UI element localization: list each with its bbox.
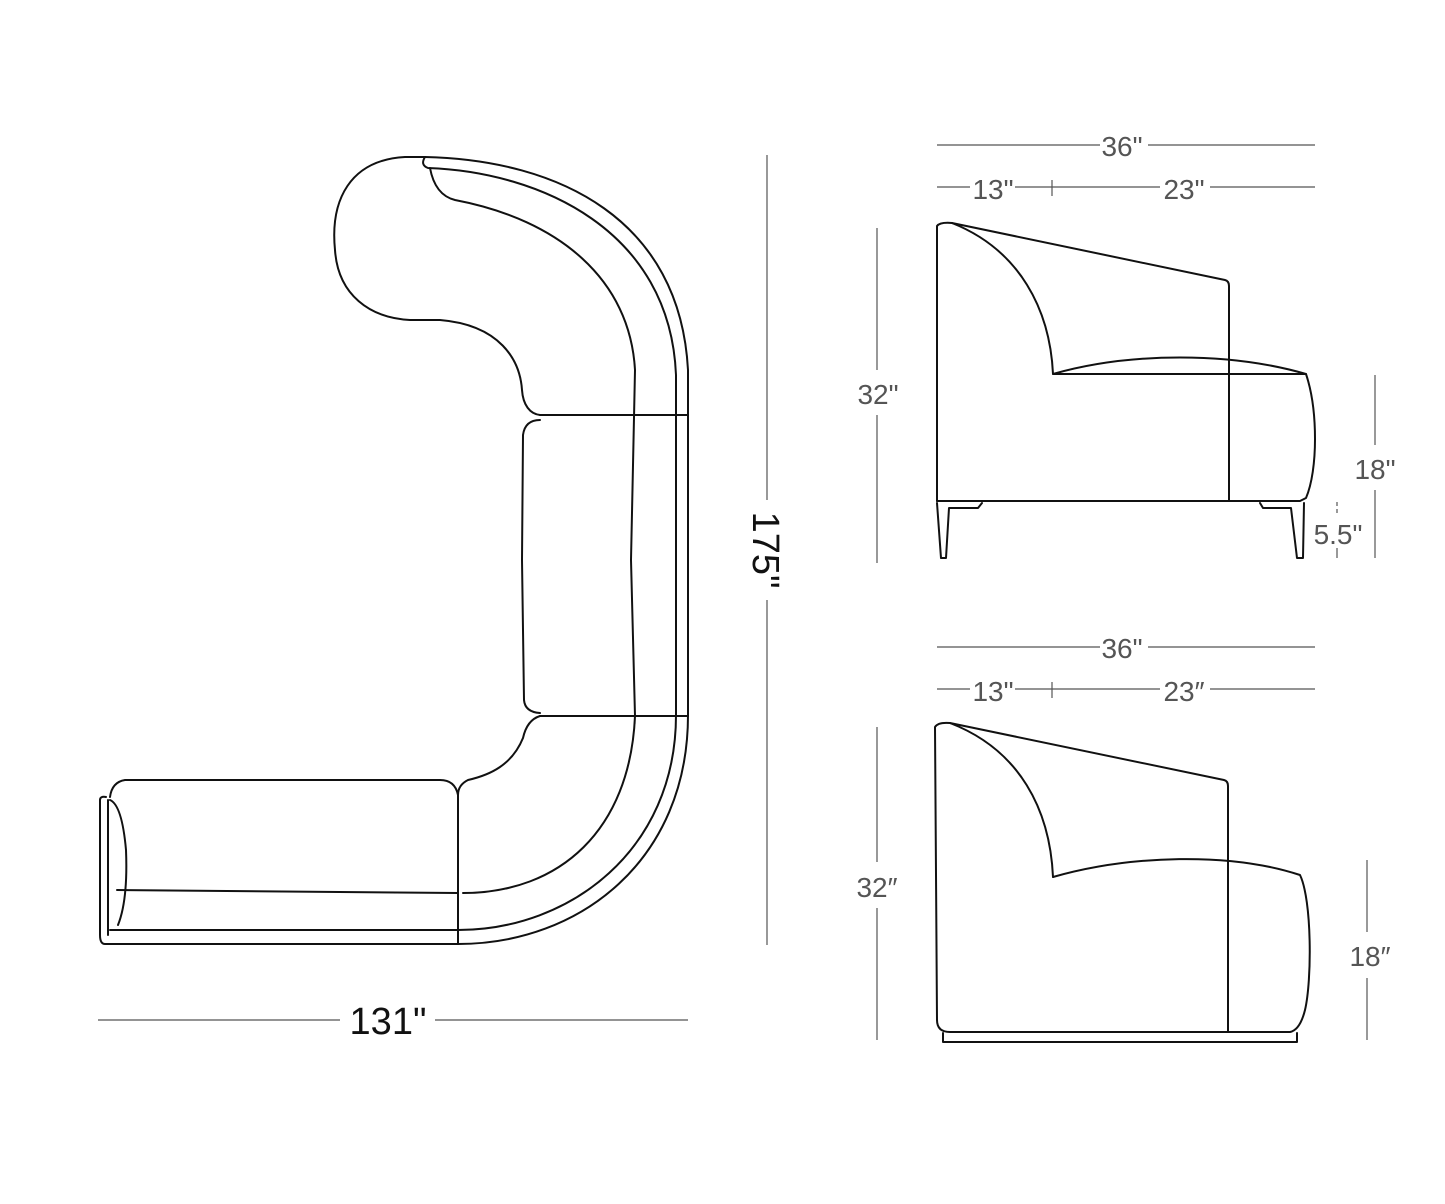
plan-depth-label: 175"	[744, 512, 786, 589]
height-label-2: 32″	[856, 872, 897, 903]
seat-height-label: 18"	[1354, 454, 1395, 485]
plan-width-label: 131"	[350, 1001, 427, 1043]
overall-depth-label-2: 36"	[1101, 633, 1142, 664]
side-view-with-plinth: 36" 13" 23″ 32″ 18″	[856, 633, 1391, 1043]
back-depth-label-2: 13"	[972, 676, 1013, 707]
seat-height-label-2: 18″	[1349, 941, 1390, 972]
height-label: 32"	[857, 379, 898, 410]
side-view-with-legs: 36" 13" 23" 32" 18" 5.5"	[857, 131, 1396, 563]
seat-depth-label-2: 23″	[1163, 676, 1204, 707]
overall-depth-label: 36"	[1101, 131, 1142, 162]
sectional-plan-view: 131" 175"	[98, 155, 786, 1043]
leg-height-label: 5.5"	[1314, 519, 1363, 550]
back-depth-label: 13"	[972, 174, 1013, 205]
seat-depth-label: 23"	[1163, 174, 1204, 205]
